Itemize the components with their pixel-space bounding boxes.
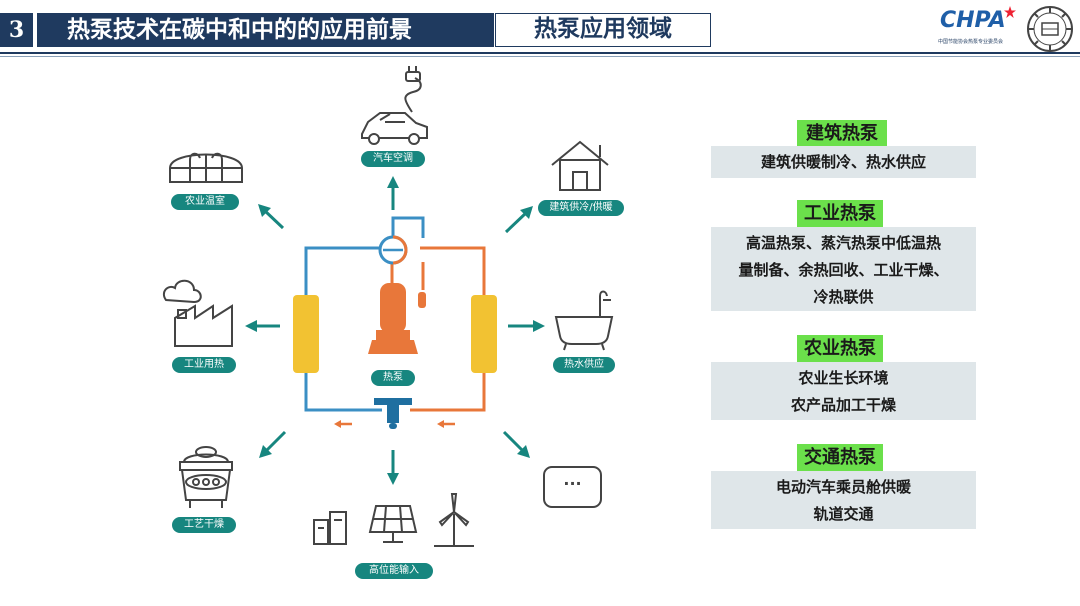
label-building: 建筑供冷/供暖 [538,200,624,216]
dryer-icon [179,446,233,508]
section-line: 建筑供暖制冷、热水供应 [760,153,926,171]
section-title-agriculture: 农业热泵 [797,335,883,363]
section-number: 3 [0,13,33,47]
chpa-logo: CHPA 中国节能协会热泵专业委员会 [938,6,1020,48]
section-box-industrial: 高温热泵、蒸汽热泵中低温热 量制备、余热回收、工业干燥、 冷热联供 [711,227,976,311]
header-divider [0,52,1080,54]
section-box-agriculture: 农业生长环境 农产品加工干燥 [711,362,976,420]
compressor-icon [368,283,426,354]
section-line: 农产品加工干燥 [790,396,896,414]
diagram-graphics [162,66,614,547]
header-divider-thin [0,56,1080,57]
label-hot-water: 热水供应 [553,357,615,373]
label-heat-pump: 热泵 [371,370,415,386]
solar-panel-icon [368,505,418,543]
star-icon [1004,6,1016,18]
label-industrial: 工业用热 [172,357,236,373]
label-car: 汽车空调 [361,151,425,167]
heat-pump-diagram: 汽车空调 建筑供冷/供暖 热水供应 农业温室 工业用热 工艺干燥 高位能输入 热… [162,66,624,579]
section-box-building: 建筑供暖制冷、热水供应 [711,146,976,178]
label-input: 高位能输入 [355,563,433,579]
section-line: 高温热泵、蒸汽热泵中低温热 [745,234,941,252]
buildings-icon [313,511,347,545]
header: 3 热泵技术在碳中和中的的应用前景 热泵应用领域 CHPA 中国节能协会热泵专业… [0,0,1080,60]
section-line: 轨道交通 [813,505,874,523]
section-title-transport: 交通热泵 [797,444,883,472]
more-ellipsis: ··· [563,474,582,493]
section-title-building: 建筑热泵 [797,120,887,148]
university-seal-icon [1027,6,1073,52]
logo-text: CHPA [940,8,1006,33]
left-heat-exchanger [293,295,319,373]
arrows [245,176,545,485]
section-line: 量制备、余热回收、工业干燥、 [738,261,949,279]
more-box [543,466,602,508]
section-subtitle: 热泵应用领域 [495,13,711,47]
section-line: 农业生长环境 [798,369,889,387]
bathtub-icon [554,290,614,351]
factory-icon [162,279,233,347]
four-way-valve-icon [378,235,408,265]
expansion-valve-icon [374,398,412,429]
house-icon [551,140,609,191]
page-title: 热泵技术在碳中和中的的应用前景 [37,13,494,47]
section-title-industrial: 工业热泵 [797,200,883,228]
section-line: 冷热联供 [813,288,874,306]
label-greenhouse: 农业温室 [171,194,239,210]
label-drying: 工艺干燥 [172,517,236,533]
car-icon [361,66,428,145]
greenhouse-icon [169,152,243,183]
wind-turbine-icon [434,493,474,547]
right-heat-exchanger [471,295,497,373]
logo-subtext: 中国节能协会热泵专业委员会 [938,39,1004,45]
section-line: 电动汽车乘员舱供暖 [775,478,911,496]
section-box-transport: 电动汽车乘员舱供暖 轨道交通 [711,471,976,529]
